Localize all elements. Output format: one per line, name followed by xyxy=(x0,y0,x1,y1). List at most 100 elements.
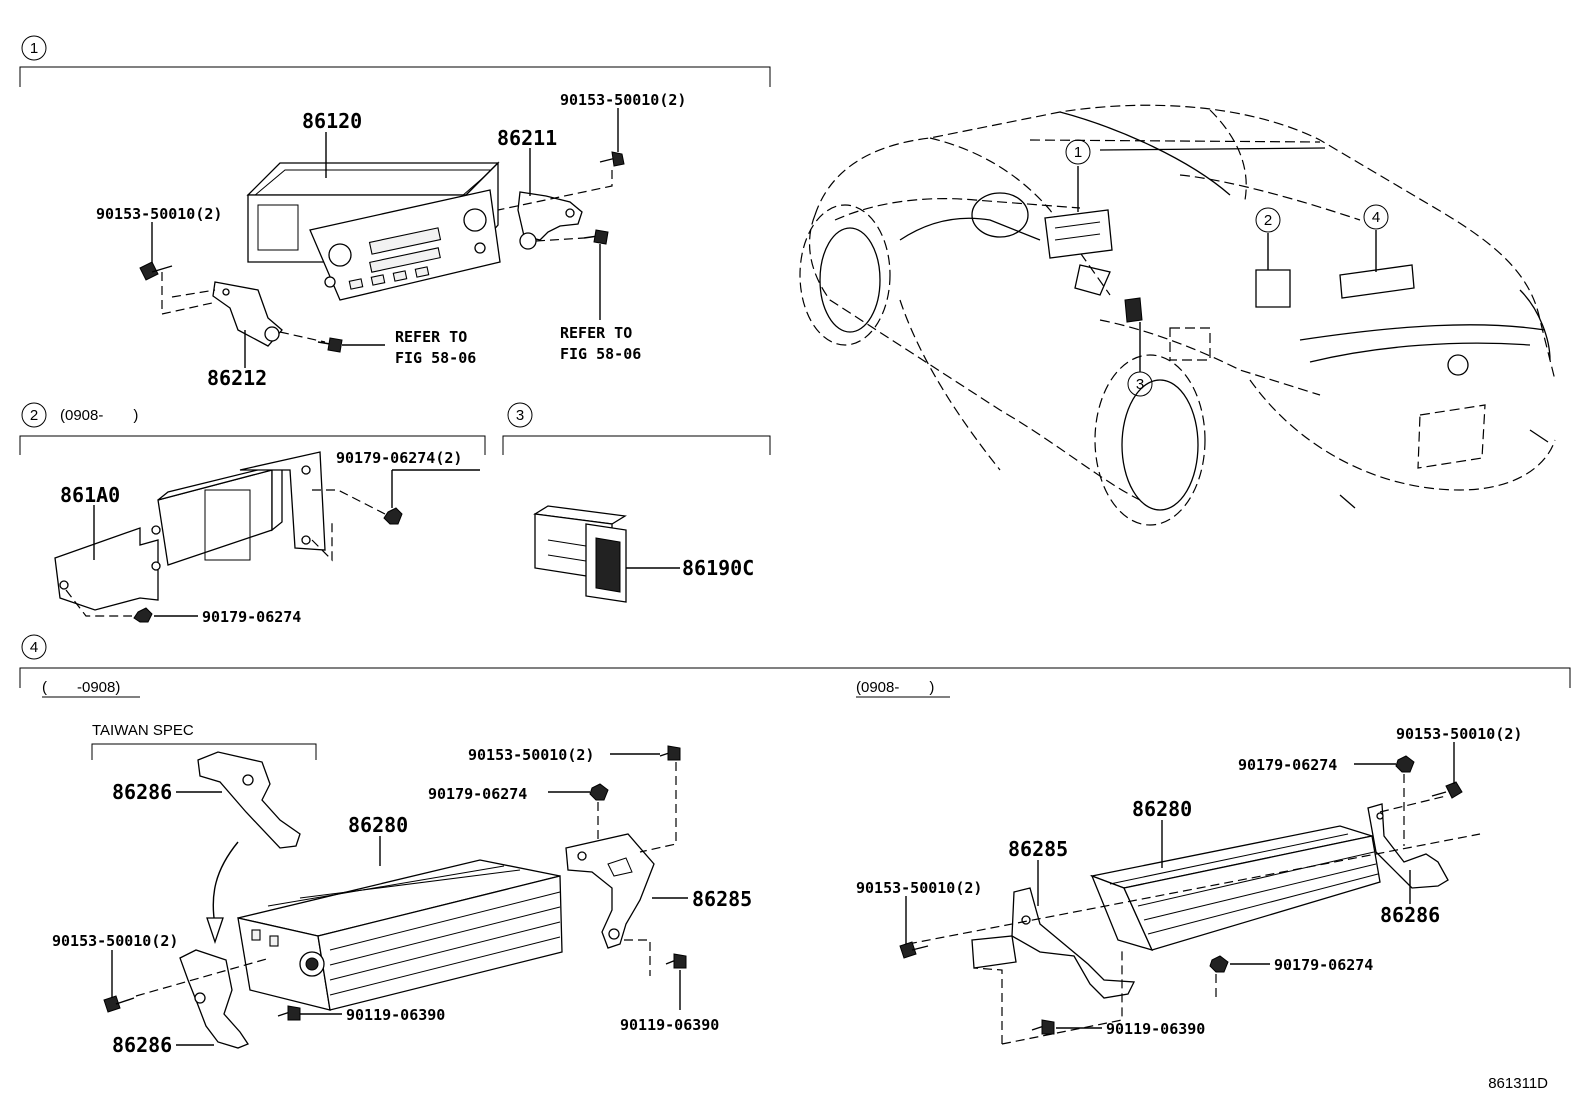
car-switch-box xyxy=(1124,297,1143,323)
part-screw-left-s4-right-label: 90153-50010(2) xyxy=(856,879,982,897)
part-screw-left-s1-label: 90153-50010(2) xyxy=(96,205,222,223)
part-86212-label: 86212 xyxy=(207,366,267,390)
switch-86190C-drawing xyxy=(533,505,627,603)
bolt-bottom-s4-right-drawing xyxy=(1031,1019,1055,1035)
part-bolt-bottom-left-s4-label: 90119-06390 xyxy=(346,1006,445,1024)
part-86286-taiwan-label: 86286 xyxy=(112,780,172,804)
part-nut-bottom-s2-label: 90179-06274 xyxy=(202,608,301,626)
section-2-marker xyxy=(21,402,47,428)
bolt-right-s1-drawing xyxy=(583,229,609,245)
dash-s2-bottom xyxy=(65,589,132,617)
amp-86280-right-drawing xyxy=(1089,825,1381,952)
screw-left-s4-right-drawing xyxy=(899,941,929,959)
part-86285-right-label: 86285 xyxy=(1008,837,1068,861)
bracket-86212-drawing xyxy=(212,281,283,347)
car-head-unit-outline xyxy=(1044,209,1113,259)
section-3-marker xyxy=(507,402,533,428)
screw-top-s4-left-drawing xyxy=(659,745,681,761)
section-1: 1 86120 8621 xyxy=(19,35,771,390)
part-86280-right-label: 86280 xyxy=(1132,797,1192,821)
dash-s2-right-a xyxy=(312,489,386,515)
head-unit-drawing xyxy=(246,161,501,301)
section-1-number: 1 xyxy=(30,40,38,57)
module-861A0-drawing xyxy=(54,451,326,611)
part-nut-top-s4-right-label: 90179-06274 xyxy=(1238,756,1337,774)
section-4-marker xyxy=(21,634,47,660)
section-2-bracket-line xyxy=(19,435,486,455)
taiwan-spec-bracket xyxy=(91,743,317,760)
part-bolt-bottom-s4-right-label: 90119-06390 xyxy=(1106,1020,1205,1038)
bracket-86286-left-drawing xyxy=(179,949,249,1049)
bolt-bottom-left-s4-drawing xyxy=(277,1005,301,1021)
car-callout-1-number: 1 xyxy=(1074,144,1082,161)
nut-top-s4-left-drawing xyxy=(589,783,609,801)
car-module-box xyxy=(1255,269,1291,308)
fig-ref-right: FIG 58-06 xyxy=(560,345,641,363)
bracket-86286-taiwan-drawing xyxy=(197,751,301,849)
dash-s4-left-screw xyxy=(135,957,271,997)
car-amp-box xyxy=(1339,264,1415,299)
section-1-marker xyxy=(21,35,47,61)
section-2-number: 2 xyxy=(30,407,38,424)
section-3-bracket-line xyxy=(502,435,771,455)
section-4-right-date-range: (0908- ) xyxy=(856,679,934,696)
car-callout-3 xyxy=(1127,371,1153,397)
bolt-bottom-s1-drawing xyxy=(317,337,343,353)
section-4-bracket-line xyxy=(19,667,1571,688)
part-nut-right-s2-label: 90179-06274(2) xyxy=(336,449,462,467)
part-86286-left-label: 86286 xyxy=(112,1033,172,1057)
bolt-bottom-right-s4-left-drawing xyxy=(665,953,687,969)
car-overview: 1 2 4 3 xyxy=(799,104,1556,526)
part-86285-left-label: 86285 xyxy=(692,887,752,911)
taiwan-spec-note: TAIWAN SPEC xyxy=(92,722,194,739)
car-callout-1 xyxy=(1065,139,1091,165)
screw-left-s4-left-drawing xyxy=(103,995,135,1013)
nut-bottom-s2-drawing xyxy=(133,607,153,623)
section-4-number: 4 xyxy=(30,639,38,656)
section-4: 4 ( -0908) TAIWAN SPEC 86286 xyxy=(19,634,1571,1057)
bracket-86285-left-drawing xyxy=(565,833,655,949)
screw-top-right-s1-drawing xyxy=(599,151,625,167)
part-861A0-label: 861A0 xyxy=(60,483,120,507)
dash-s4-left-top xyxy=(639,762,677,853)
arrow-taiwan-replace xyxy=(212,841,239,926)
fig-ref-left: FIG 58-06 xyxy=(395,349,476,367)
section-3-number: 3 xyxy=(516,407,524,424)
car-callout-4 xyxy=(1363,204,1389,230)
amp-86280-left-drawing xyxy=(237,859,563,1011)
section-4-left-date-range: ( -0908) xyxy=(42,679,120,696)
car-callout-3-number: 3 xyxy=(1136,376,1144,393)
bracket-86286-right-drawing xyxy=(1367,803,1449,889)
nut-top-s4-right-drawing xyxy=(1395,755,1415,773)
dash-s2-right-b xyxy=(311,520,333,562)
screw-top-right-s4-right-drawing xyxy=(1431,781,1463,799)
car-callout-4-number: 4 xyxy=(1372,209,1380,226)
part-86280-left-label: 86280 xyxy=(348,813,408,837)
bracket-86211-drawing xyxy=(517,191,583,250)
part-bolt-bottom-right-s4-left-label: 90119-06390 xyxy=(620,1016,719,1034)
section-2: 2 (0908- ) 861A0 90179-06274(2) xyxy=(19,402,486,626)
part-86286-right-label: 86286 xyxy=(1380,903,1440,927)
section-2-date-range: (0908- ) xyxy=(60,407,138,424)
part-86211-label: 86211 xyxy=(497,126,557,150)
part-86120-label: 86120 xyxy=(302,109,362,133)
part-nut-bottom-s4-right-label: 90179-06274 xyxy=(1274,956,1373,974)
figure-code: 861311D xyxy=(1488,1075,1548,1092)
part-nut-top-s4-left-label: 90179-06274 xyxy=(428,785,527,803)
section-1-bracket-line xyxy=(19,66,771,87)
part-screw-left-s4-left-label: 90153-50010(2) xyxy=(52,932,178,950)
part-screw-top-right-s4-right-label: 90153-50010(2) xyxy=(1396,725,1522,743)
refer-to-left: REFER TO xyxy=(395,328,467,346)
section-3: 3 86190C xyxy=(502,402,771,603)
part-screw-top-s4-left-label: 90153-50010(2) xyxy=(468,746,594,764)
nut-bottom-s4-right-drawing xyxy=(1209,955,1229,973)
screw-left-s1-drawing xyxy=(139,261,173,281)
car-callout-2-number: 2 xyxy=(1264,212,1272,229)
part-screw-top-right-s1-label: 90153-50010(2) xyxy=(560,91,686,109)
nut-right-s2-drawing xyxy=(383,507,403,525)
dash-s1-left xyxy=(161,272,213,315)
dash-s1-right xyxy=(497,170,613,211)
refer-to-right: REFER TO xyxy=(560,324,632,342)
part-86190C-label: 86190C xyxy=(682,556,754,580)
